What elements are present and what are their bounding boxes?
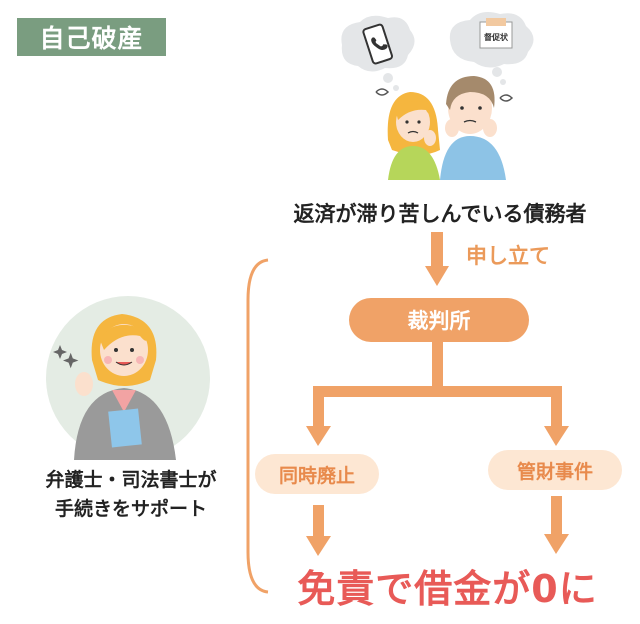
branch-node-summary-discharge: 同時廃止 xyxy=(255,454,379,494)
support-label: 弁護士・司法書士が 手続きをサポート xyxy=(20,466,242,524)
worried-woman-illustration xyxy=(387,92,440,180)
arrows-to-result xyxy=(306,496,569,556)
worried-man-illustration xyxy=(440,76,506,180)
support-label-line2: 手続きをサポート xyxy=(54,498,207,520)
phone-icon xyxy=(362,23,393,65)
branch-node-trustee-case: 管財事件 xyxy=(488,450,622,490)
debtor-label: 返済が滞り苦しんでいる債務者 xyxy=(293,202,587,226)
page-title-badge: 自己破産 xyxy=(17,18,166,56)
supporter-illustration xyxy=(46,296,210,460)
thought-bubble-letter xyxy=(449,12,534,85)
branch-connector xyxy=(306,342,569,446)
step-label-filing: 申し立て xyxy=(466,244,550,268)
letter-icon-text: 督促状 xyxy=(484,32,509,42)
court-node: 裁判所 xyxy=(349,298,529,342)
arrow-to-court xyxy=(425,232,449,286)
result-label: 免責で借金が0に xyxy=(297,567,598,611)
thought-bubble-phone xyxy=(341,15,415,91)
support-label-line1: 弁護士・司法書士が xyxy=(45,469,217,491)
support-bracket xyxy=(246,258,269,594)
